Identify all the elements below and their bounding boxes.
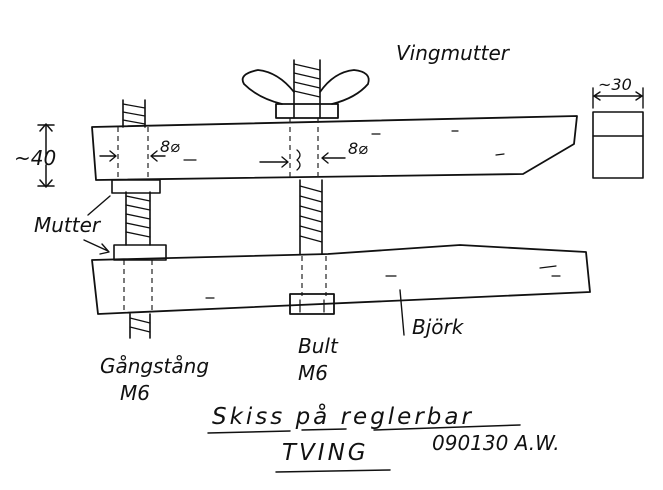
rod-hole-left (117, 127, 153, 312)
threaded-rod-size-label: M6 (120, 381, 150, 405)
bolt-head (289, 293, 335, 315)
title-line1: Skiss på reglerbar (212, 402, 474, 430)
threaded-rod-label: Gångstång (100, 354, 209, 378)
height-dim-label: ~40 (14, 146, 56, 170)
nut-leader-upper (87, 195, 111, 216)
title-date-initials: 090130 A.W. (432, 431, 560, 455)
bolt-size-label: M6 (298, 361, 328, 385)
height-dimension (37, 123, 55, 188)
wingnut-label: Vingmutter (396, 41, 511, 65)
title-line2: TVING (282, 440, 369, 466)
hole-arrow-right (259, 152, 346, 168)
hole-arrow-left (99, 150, 166, 162)
nut-lower (113, 244, 167, 261)
threaded-rod-left (122, 99, 151, 339)
wing-nut (241, 69, 370, 119)
nut-label: Mutter (34, 213, 102, 237)
nut-upper (111, 179, 161, 194)
title-line2-underline (275, 469, 391, 473)
nut-leader-lower (83, 239, 110, 255)
title-underline (207, 424, 521, 434)
wood-leader (399, 289, 405, 336)
width-dim-label: ~30 (598, 75, 632, 94)
wood-grain (183, 130, 561, 299)
hole-right-label: 8⌀ (348, 139, 368, 158)
wood-label: Björk (412, 315, 465, 339)
hole-left-label: 8⌀ (160, 137, 180, 156)
upper-jaw (91, 115, 578, 181)
lower-jaw (91, 244, 591, 315)
bolt-label: Bult (298, 334, 339, 358)
bolt-hole (289, 118, 327, 296)
section-view (592, 87, 644, 179)
bolt (293, 59, 323, 255)
